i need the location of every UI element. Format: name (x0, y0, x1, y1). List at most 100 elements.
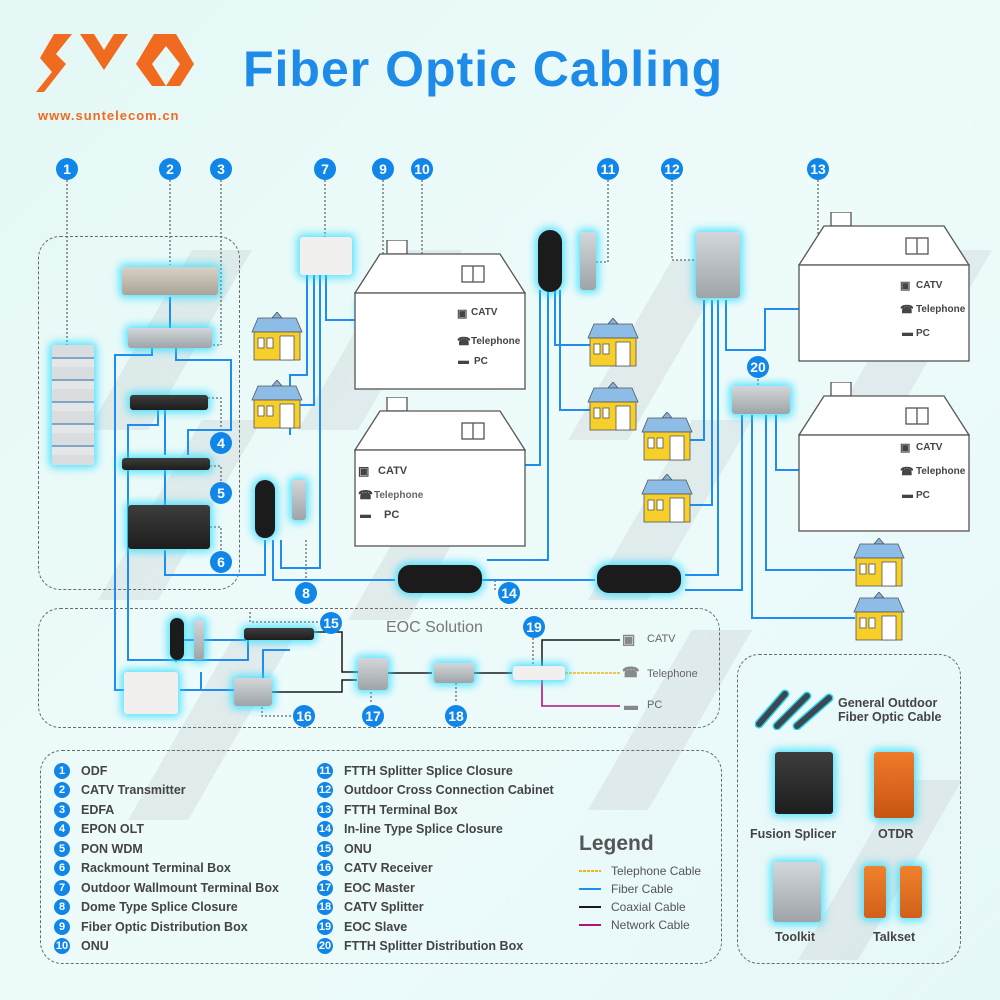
odf-rack[interactable] (52, 345, 94, 465)
tv-icon: ▣ (900, 442, 911, 454)
component-name: CATV Splitter (344, 900, 424, 915)
badge-6[interactable]: 6 (210, 551, 232, 573)
component-name: Outdoor Wallmount Terminal Box (81, 880, 279, 895)
talkset-image-2[interactable] (900, 866, 922, 918)
coaxial-cable-swatch (579, 906, 601, 908)
epon-olt[interactable] (130, 395, 208, 410)
telephone-cable-swatch (579, 870, 601, 872)
company-logo (36, 34, 194, 92)
component-item: 14 In-line Type Splice Closure (317, 820, 554, 840)
pon-wdm[interactable] (122, 458, 210, 470)
badge-9[interactable]: 9 (372, 158, 394, 180)
badge-14[interactable]: 14 (498, 582, 520, 604)
component-name: Dome Type Splice Closure (81, 900, 238, 915)
component-name: In-line Type Splice Closure (344, 822, 503, 837)
catv-label: CATV (378, 465, 408, 477)
ftth-splitter-splice-closure[interactable] (580, 232, 596, 290)
catv-receiver[interactable] (234, 678, 272, 706)
eoc-splitter-closure[interactable] (194, 620, 204, 660)
badge-3[interactable]: 3 (210, 158, 232, 180)
component-name: EPON OLT (81, 822, 144, 837)
building-2 (354, 397, 526, 547)
dome-splice-closure[interactable] (255, 480, 275, 538)
badge-13[interactable]: 13 (807, 158, 829, 180)
outdoor-wallmount-terminal-box[interactable] (300, 237, 352, 275)
eoc-wallmount-box[interactable] (124, 672, 178, 714)
small-house (587, 382, 639, 431)
website-url[interactable]: www.suntelecom.cn (38, 108, 180, 123)
splitter-splice-closure[interactable] (538, 230, 562, 292)
catv-splitter[interactable] (434, 663, 474, 683)
component-name: EOC Master (344, 880, 415, 895)
badge-12[interactable]: 12 (661, 158, 683, 180)
inline-splice-closure[interactable] (398, 565, 482, 593)
cable-name: Network Cable (611, 918, 690, 932)
badge-20[interactable]: 20 (747, 356, 769, 378)
component-number: 13 (317, 801, 333, 818)
network-cable-swatch (579, 924, 601, 926)
component-number: 20 (317, 938, 333, 955)
phone-icon: ☎ (900, 304, 914, 316)
component-number: 6 (54, 860, 70, 877)
badge-17[interactable]: 17 (362, 705, 384, 727)
outdoor-cross-connection-cabinet[interactable] (696, 232, 740, 298)
component-name: PON WDM (81, 841, 143, 856)
fiber-cable-swatch (579, 888, 601, 890)
badge-8[interactable]: 8 (295, 582, 317, 604)
badge-18[interactable]: 18 (445, 705, 467, 727)
badge-7[interactable]: 7 (314, 158, 336, 180)
component-number: 17 (317, 879, 333, 896)
badge-11[interactable]: 11 (597, 158, 619, 180)
onu-switch[interactable] (244, 628, 314, 640)
badge-15[interactable]: 15 (320, 612, 342, 634)
ftth-splitter-distribution-box[interactable] (732, 386, 790, 414)
inline-splice-closure-2[interactable] (597, 565, 681, 593)
pc-icon: ▬ (902, 489, 913, 501)
telephone-label: Telephone (471, 336, 521, 347)
otdr-image[interactable] (874, 752, 914, 818)
catv-transmitter[interactable] (122, 267, 218, 295)
tool-label-fusion-splicer: Fusion Splicer (750, 827, 837, 841)
badge-16[interactable]: 16 (293, 705, 315, 727)
building-3 (798, 212, 970, 362)
component-number: 15 (317, 840, 333, 857)
badge-4[interactable]: 4 (210, 432, 232, 454)
badge-5[interactable]: 5 (210, 482, 232, 504)
edfa[interactable] (128, 328, 212, 348)
component-name: ONU (81, 939, 109, 954)
component-number: 14 (317, 821, 333, 838)
cable-name: Coaxial Cable (611, 900, 686, 914)
component-name: CATV Transmitter (81, 783, 186, 798)
telephone-label: Telephone (916, 304, 966, 315)
badge-2[interactable]: 2 (159, 158, 181, 180)
tv-icon: ▣ (622, 631, 636, 647)
legend-telephone-cable: Telephone Cable (579, 864, 701, 878)
tool-label-line: General Outdoor (838, 696, 938, 710)
badge-19[interactable]: 19 (523, 616, 545, 638)
component-name: FTTH Splitter Distribution Box (344, 939, 524, 954)
eoc-slave[interactable] (513, 666, 565, 680)
component-number: 1 (54, 762, 70, 779)
telephone-label: Telephone (916, 466, 966, 477)
eoc-master[interactable] (358, 658, 388, 690)
eoc-dome-closure[interactable] (170, 618, 184, 660)
component-number: 19 (317, 918, 333, 935)
pc-label: PC (916, 328, 930, 339)
component-name: EOC Slave (344, 919, 408, 934)
badge-1[interactable]: 1 (56, 158, 78, 180)
toolkit-image[interactable] (773, 862, 821, 922)
fusion-splicer-image[interactable] (775, 752, 833, 814)
small-house (853, 538, 905, 587)
tv-icon: ▣ (900, 280, 911, 292)
dome-splice-closure-small[interactable] (292, 480, 306, 520)
badge-10[interactable]: 10 (411, 158, 433, 180)
rackmount-terminal-box[interactable] (128, 505, 210, 549)
component-number: 18 (317, 899, 333, 916)
talkset-image[interactable] (864, 866, 886, 918)
